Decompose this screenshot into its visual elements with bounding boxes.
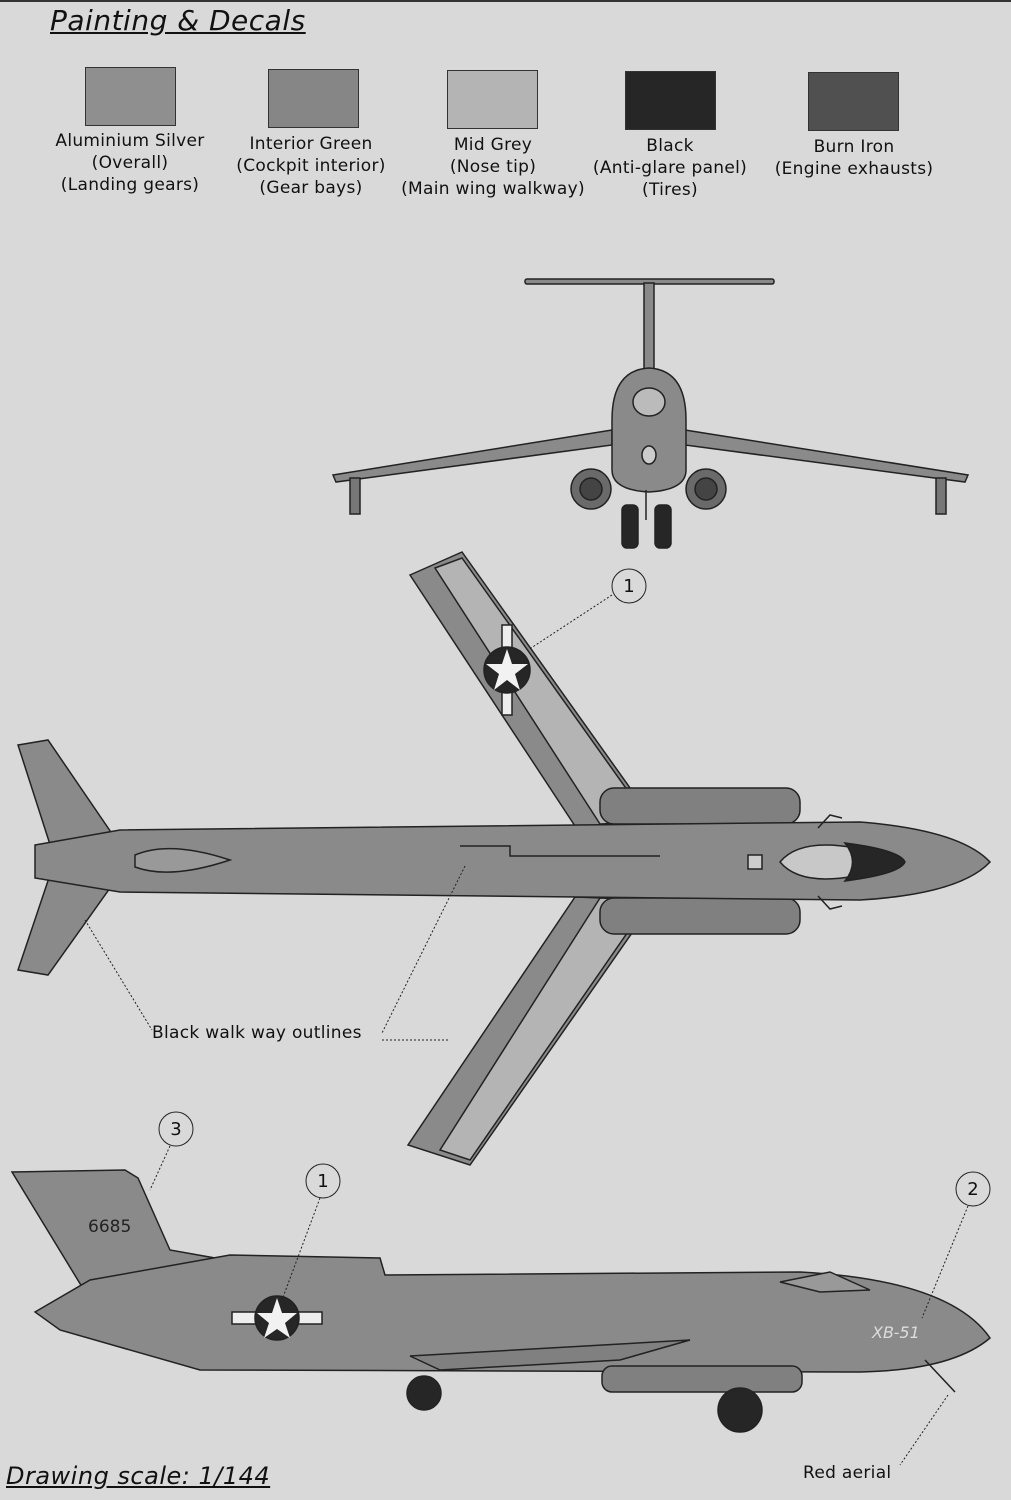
front-left-outrigger [349, 477, 361, 515]
side-nose-tire [717, 1387, 763, 1433]
callout-1-plan-leader [527, 594, 613, 651]
callout-3-circle [158, 1111, 194, 1147]
plan-lower-aerial [817, 895, 843, 910]
callout-2-leader [921, 1205, 969, 1319]
swatch-name: Mid Grey [453, 135, 533, 155]
swatch-label-interior-green: Interior Green (Cockpit interior) (Gear … [211, 133, 411, 199]
callout-3-leader [149, 1145, 171, 1191]
plan-anti-glare-panel [843, 842, 906, 882]
plan-lower-engine-pod [599, 897, 801, 935]
side-main-tire [406, 1375, 442, 1411]
front-right-exhaust [694, 477, 718, 501]
swatch-use: (Anti-glare panel) [592, 158, 748, 178]
walkway-leader-fuselage [381, 865, 466, 1034]
nose-marking: XB-51 [871, 1323, 920, 1342]
side-roundel [231, 1295, 323, 1341]
swatch-use: (Landing gears) [60, 175, 200, 195]
swatch-black [625, 71, 716, 130]
swatch-use: (Overall) [91, 153, 169, 173]
walkway-leader-tail [84, 919, 153, 1031]
side-engine-pod [601, 1365, 803, 1393]
swatch-name: Aluminium Silver [55, 131, 205, 151]
swatch-label-black: Black (Anti-glare panel) (Tires) [570, 135, 770, 201]
swatch-interior-green [268, 69, 359, 128]
plan-upper-engine-pod [599, 787, 801, 825]
aerial-leader [899, 1394, 949, 1466]
walkway-callout-label: Black walk way outlines [152, 1023, 362, 1043]
front-fuselage [611, 367, 687, 493]
plan-lower-walkway [438, 897, 652, 1161]
front-right-wing [684, 429, 970, 483]
decal-callout-numbers: 1 1 3 2 [170, 576, 978, 1200]
callout-1-plan-number: 1 [623, 576, 634, 597]
page-title: Painting & Decals [50, 4, 306, 37]
callout-2-circle [955, 1171, 991, 1207]
swatch-aluminium-silver [85, 67, 176, 126]
front-nose-tip [641, 445, 657, 465]
swatch-mid-grey [447, 70, 538, 129]
front-left-exhaust [579, 477, 603, 501]
plan-view [17, 551, 992, 1166]
callout-1-plan-circle [611, 568, 647, 604]
side-red-aerial [924, 1359, 956, 1393]
callout-2-number: 2 [967, 1179, 978, 1200]
swatch-use: (Main wing walkway) [401, 179, 585, 199]
swatch-use: (Cockpit interior) [236, 156, 386, 176]
front-left-wing [331, 429, 613, 483]
swatch-name: Interior Green [249, 134, 373, 154]
plan-walkway-outline [460, 845, 660, 857]
side-roundel-star [257, 1298, 297, 1338]
callout-1-side-circle [305, 1163, 341, 1199]
front-right-tire [654, 504, 672, 549]
plan-roundel [483, 624, 531, 716]
swatch-name: Black [646, 136, 694, 156]
side-view: 6685 XB-51 [10, 1169, 992, 1433]
swatch-use: (Nose tip) [449, 157, 537, 177]
tail-number: 6685 [88, 1217, 131, 1237]
callout-1-side-number: 1 [317, 1171, 328, 1192]
plan-tail-fairing [134, 847, 233, 873]
front-view [331, 278, 970, 549]
aerial-callout-label: Red aerial [803, 1463, 892, 1483]
plan-upper-aerial [817, 814, 843, 829]
side-wing [409, 1339, 691, 1371]
swatch-label-mid-grey: Mid Grey (Nose tip) (Main wing walkway) [393, 134, 593, 200]
callout-3-number: 3 [170, 1119, 181, 1140]
swatch-label-burn-iron: Burn Iron (Engine exhausts) [754, 136, 954, 180]
decal-callouts [149, 568, 991, 1466]
front-left-tire [621, 504, 639, 549]
front-canopy [632, 387, 666, 417]
walkway-leaders [84, 865, 466, 1041]
top-rule [0, 0, 1011, 2]
side-fuselage [33, 1254, 992, 1373]
drawing-scale: Drawing scale: 1/144 [6, 1462, 271, 1490]
plan-fuselage [34, 821, 992, 901]
swatch-burn-iron [808, 72, 899, 131]
swatch-name: Burn Iron [813, 137, 895, 157]
swatch-use: (Gear bays) [259, 178, 363, 198]
roundel-star [486, 649, 528, 690]
swatch-label-aluminium-silver: Aluminium Silver (Overall) (Landing gear… [30, 130, 230, 196]
side-canopy [779, 1271, 871, 1293]
plan-small-panel [747, 854, 763, 870]
front-right-outrigger [935, 477, 947, 515]
swatch-use: (Tires) [642, 180, 698, 200]
swatch-use: (Engine exhausts) [774, 159, 934, 179]
